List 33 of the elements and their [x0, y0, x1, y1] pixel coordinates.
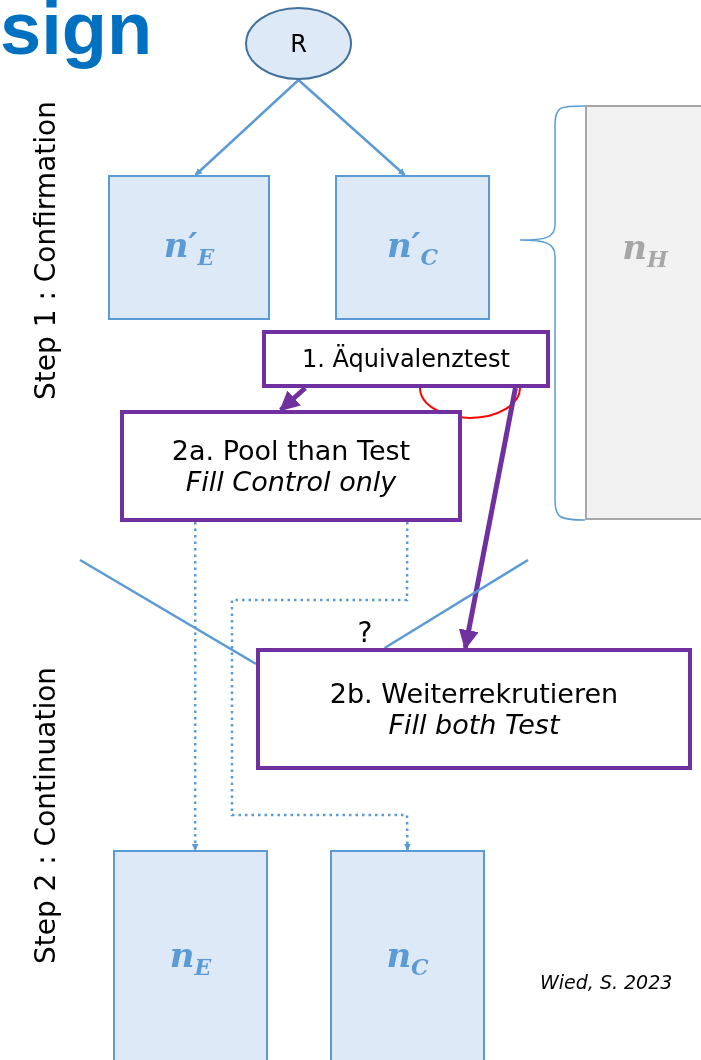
- connector-line: [79, 558, 257, 665]
- node-label: 2a. Pool than Test: [171, 435, 411, 466]
- math-label: n′$_{C}$: [386, 225, 439, 270]
- sample-box: [585, 105, 701, 520]
- node-subtitle: Fill Control only: [185, 466, 397, 497]
- math-label: n$_{H}$: [622, 227, 668, 272]
- process-box: [256, 648, 692, 770]
- arrow: [230, 522, 411, 851]
- math-label: n$_{E}$: [169, 935, 212, 980]
- math-label: n′$_{E}$: [163, 225, 215, 270]
- node-label: R: [290, 29, 307, 58]
- sample-box: [108, 175, 270, 320]
- arrow: [191, 522, 199, 851]
- arrow: [458, 387, 518, 650]
- math-label: n$_{C}$: [386, 935, 429, 980]
- node-label: 2b. Weiterrekrutieren: [329, 678, 619, 709]
- arrow: [297, 79, 406, 176]
- process-box: [262, 330, 550, 388]
- question-mark: ?: [357, 615, 373, 649]
- title: sign: [0, 0, 153, 71]
- step-label: Step 1 : Confirmation: [28, 100, 62, 400]
- sample-box: [113, 850, 268, 1060]
- connector-line: [383, 558, 529, 650]
- citation: Wied, S. 2023: [540, 971, 673, 993]
- ellipse-node: [245, 7, 352, 80]
- node-subtitle: Fill both Test: [388, 709, 560, 740]
- sample-box: [335, 175, 490, 320]
- step-label: Step 2 : Continuation: [28, 666, 62, 964]
- process-box: [120, 410, 462, 522]
- arrow: [194, 79, 300, 176]
- node-label: 1. Äquivalenztest: [302, 345, 510, 373]
- arrow: [279, 386, 307, 412]
- sample-box: [330, 850, 485, 1060]
